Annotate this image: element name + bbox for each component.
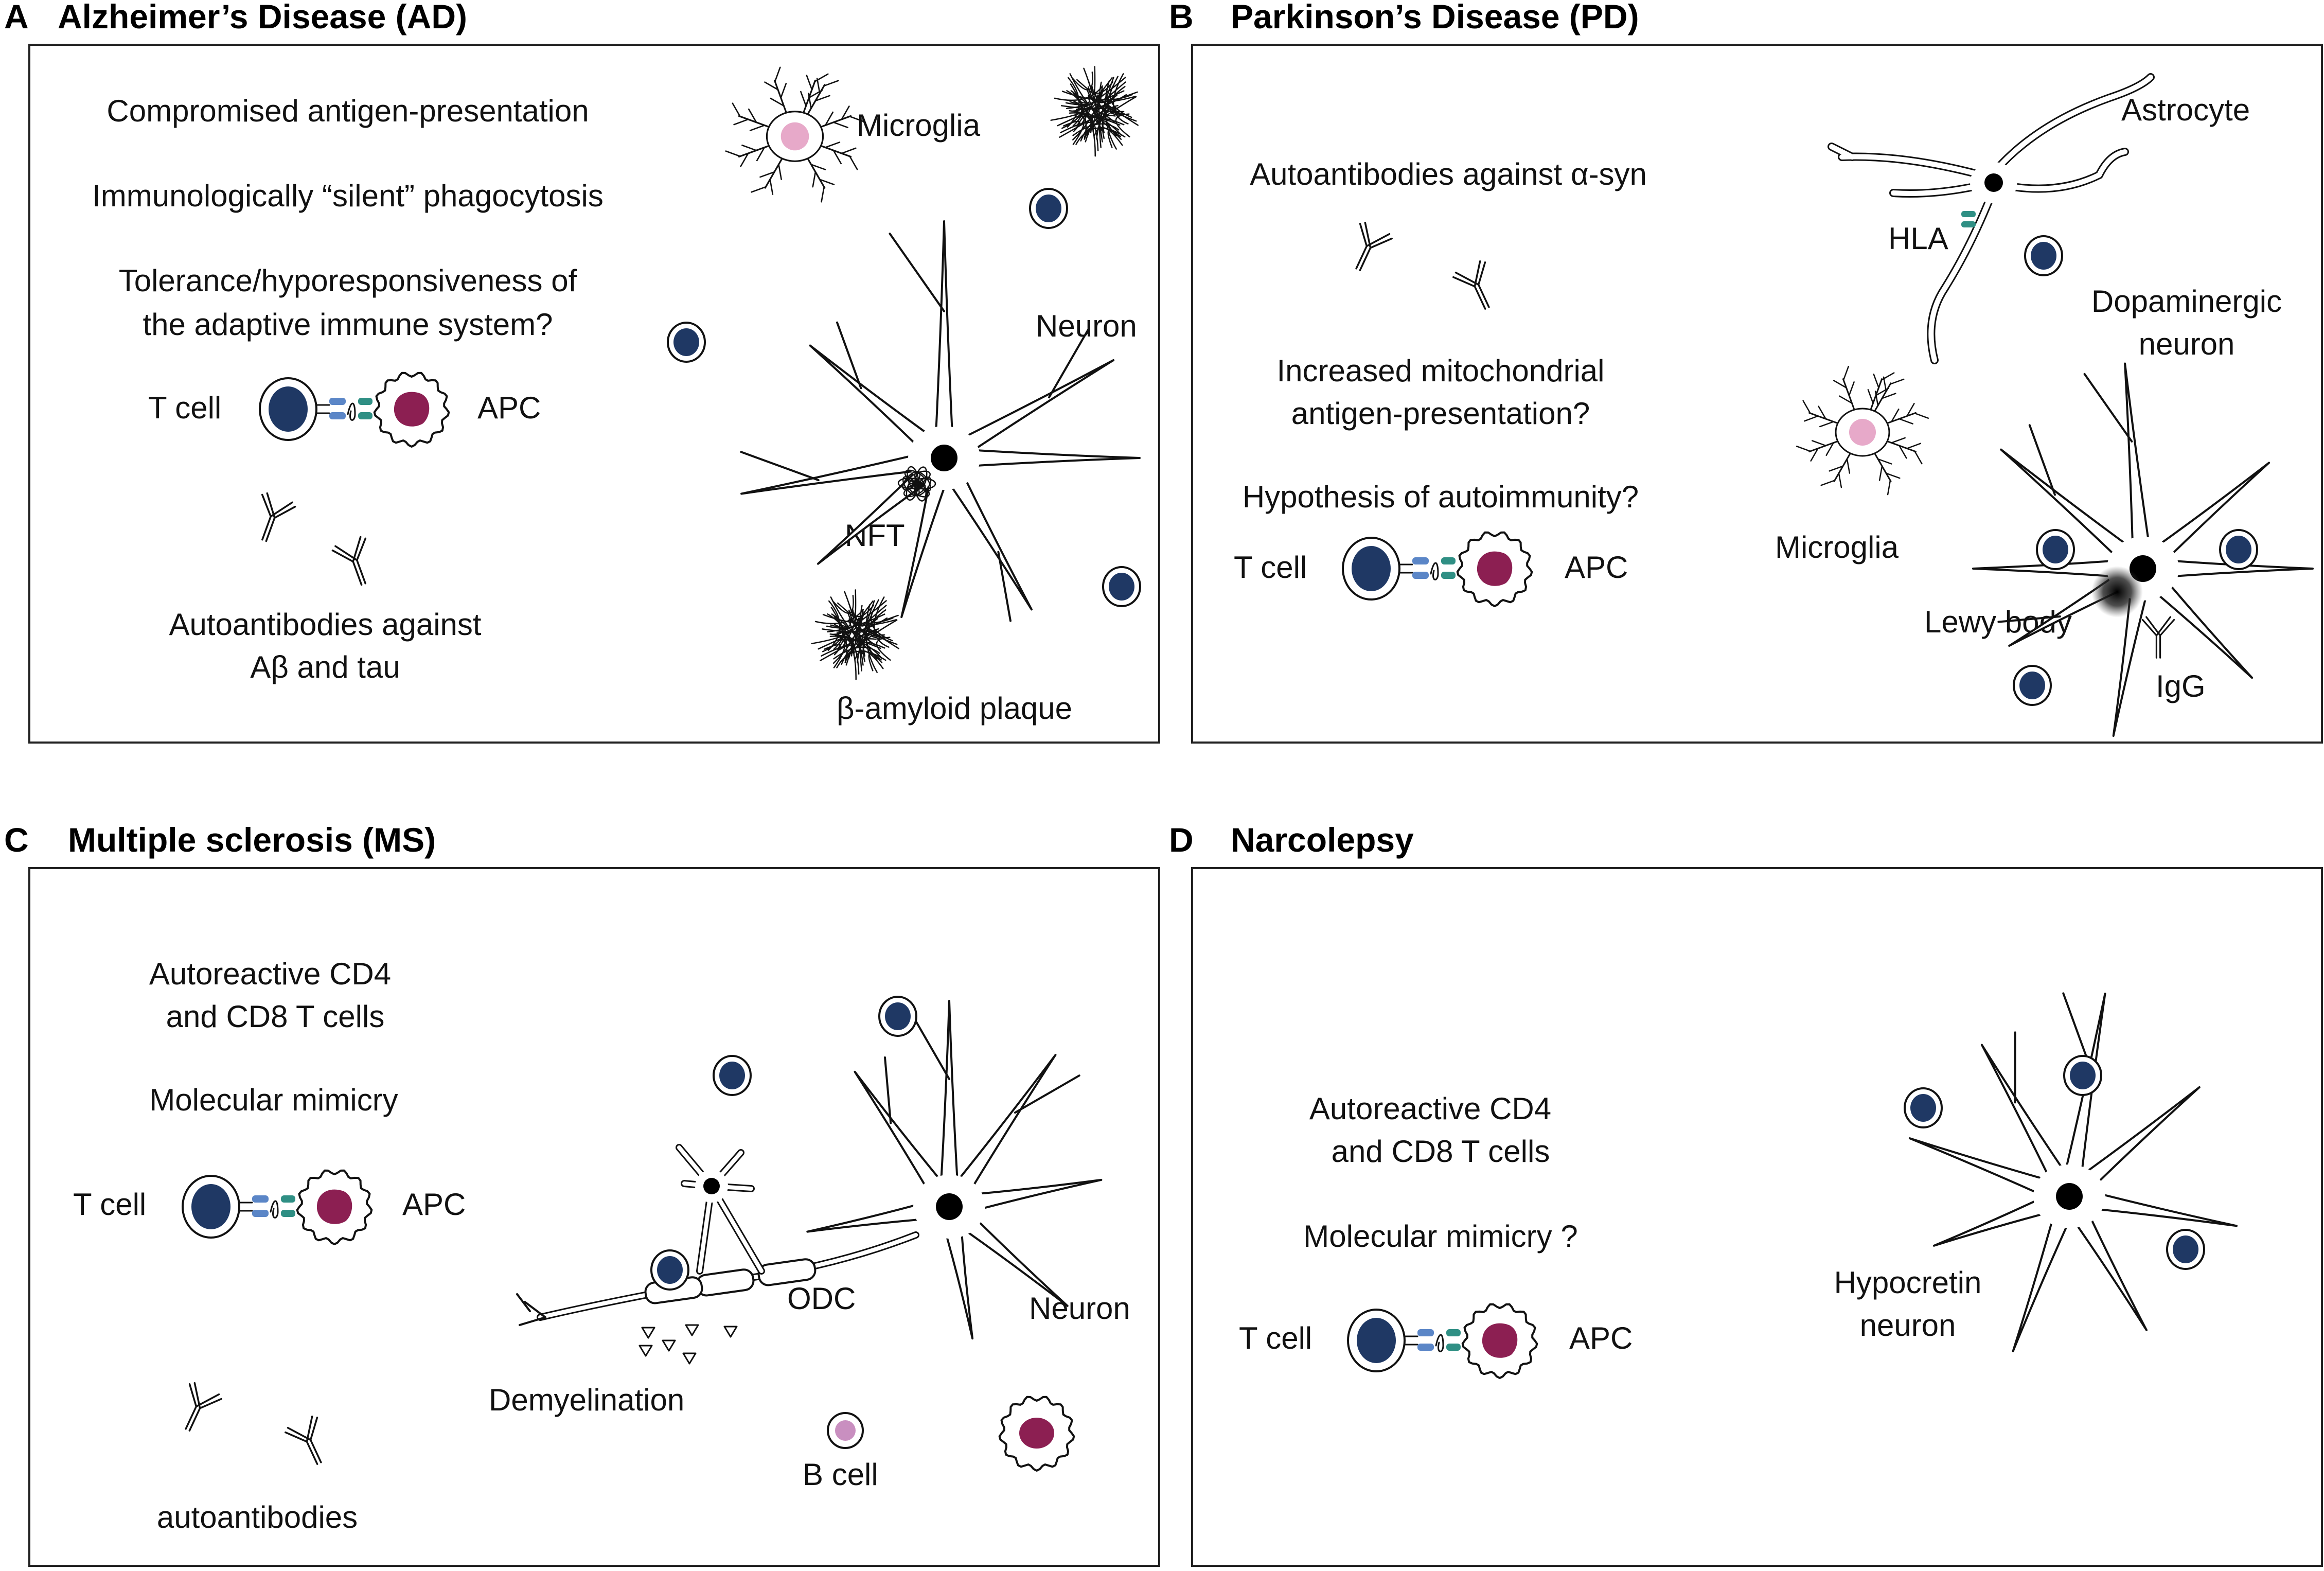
panel-a-plaque-label: β-amyloid plaque bbox=[836, 691, 1073, 726]
panel-b-letter: B bbox=[1169, 0, 1194, 36]
panel-a-t-cell-label: T cell bbox=[148, 391, 222, 425]
panel-c-title: Multiple sclerosis (MS) bbox=[68, 821, 436, 859]
panel-d-t-cell-label: T cell bbox=[1239, 1321, 1312, 1355]
panel-b-mito-line1: Increased mitochondrial bbox=[1276, 354, 1605, 388]
panel-b-autoantibodies-text: Autoantibodies against α-syn bbox=[1250, 157, 1647, 191]
panel-c-b-cell-label: B cell bbox=[803, 1457, 878, 1492]
panel-c-autoantibodies-label: autoantibodies bbox=[156, 1500, 358, 1534]
panel-b-microglia-label: Microglia bbox=[1775, 530, 1899, 564]
panel-c-autoreactive-line1: Autoreactive CD4 bbox=[149, 957, 392, 991]
panel-b-frame bbox=[1191, 44, 2323, 744]
panel-a-antigen-text: Compromised antigen-presentation bbox=[107, 94, 589, 128]
panel-a-neuron-label: Neuron bbox=[1036, 309, 1137, 343]
panel-c-frame bbox=[28, 867, 1160, 1567]
panel-a-autoantibodies-line1: Autoantibodies against bbox=[169, 607, 482, 642]
panel-d-autoreactive-line1: Autoreactive CD4 bbox=[1309, 1091, 1552, 1126]
panel-c-mimicry-text: Molecular mimicry bbox=[149, 1083, 398, 1117]
panel-a-autoantibodies-line2: Aβ and tau bbox=[250, 650, 400, 684]
panel-a-tolerance-line1: Tolerance/hyporesponsiveness of bbox=[118, 263, 577, 298]
panel-d-hypocretin-line2: neuron bbox=[1859, 1308, 1956, 1343]
panel-d-apc-label: APC bbox=[1569, 1321, 1633, 1355]
panel-a-apc-label: APC bbox=[477, 391, 541, 425]
panel-b-lewy-body-label: Lewy body bbox=[1924, 605, 2072, 639]
panel-b-t-cell-label: T cell bbox=[1234, 550, 1307, 585]
panel-b-hla-label: HLA bbox=[1888, 221, 1948, 256]
panel-d-autoreactive-line2: and CD8 T cells bbox=[1331, 1134, 1550, 1169]
panel-c-autoreactive-line2: and CD8 T cells bbox=[166, 999, 385, 1034]
panel-d-title: Narcolepsy bbox=[1231, 821, 1414, 859]
panel-d-hypocretin-line1: Hypocretin bbox=[1834, 1265, 1982, 1300]
panel-b-hypothesis-text: Hypothesis of autoimmunity? bbox=[1242, 480, 1639, 514]
panel-c-letter: C bbox=[4, 821, 29, 859]
panel-a-frame bbox=[28, 44, 1160, 744]
panel-d-mimicry-text: Molecular mimicry ? bbox=[1303, 1219, 1578, 1254]
panel-b-dopaminergic-line2: neuron bbox=[2138, 327, 2235, 361]
panel-d-frame bbox=[1191, 867, 2323, 1567]
panel-a-phagocytosis-text: Immunologically “silent” phagocytosis bbox=[92, 179, 604, 213]
panel-b-apc-label: APC bbox=[1565, 550, 1628, 585]
panel-d-letter: D bbox=[1169, 821, 1194, 859]
panel-c-demyelination-label: Demyelination bbox=[489, 1383, 685, 1417]
panel-a-title: Alzheimer’s Disease (AD) bbox=[58, 0, 467, 36]
panel-b-mito-line2: antigen-presentation? bbox=[1291, 396, 1590, 431]
panel-a-tolerance-line2: the adaptive immune system? bbox=[143, 307, 553, 342]
panel-c-odc-label: ODC bbox=[787, 1281, 856, 1316]
panel-b-title: Parkinson’s Disease (PD) bbox=[1231, 0, 1639, 36]
panel-b-igg-label: IgG bbox=[2156, 669, 2206, 703]
panel-a-nft-label: NFT bbox=[845, 518, 905, 553]
panel-c-apc-label: APC bbox=[402, 1187, 466, 1222]
panel-c-neuron-label: Neuron bbox=[1029, 1291, 1130, 1326]
panel-b-dopaminergic-line1: Dopaminergic bbox=[2091, 284, 2282, 319]
panel-c-t-cell-label: T cell bbox=[73, 1187, 147, 1222]
panel-b-astrocyte-label: Astrocyte bbox=[2121, 93, 2250, 127]
panel-a-microglia-label: Microglia bbox=[857, 108, 981, 143]
panel-a-letter: A bbox=[4, 0, 29, 36]
